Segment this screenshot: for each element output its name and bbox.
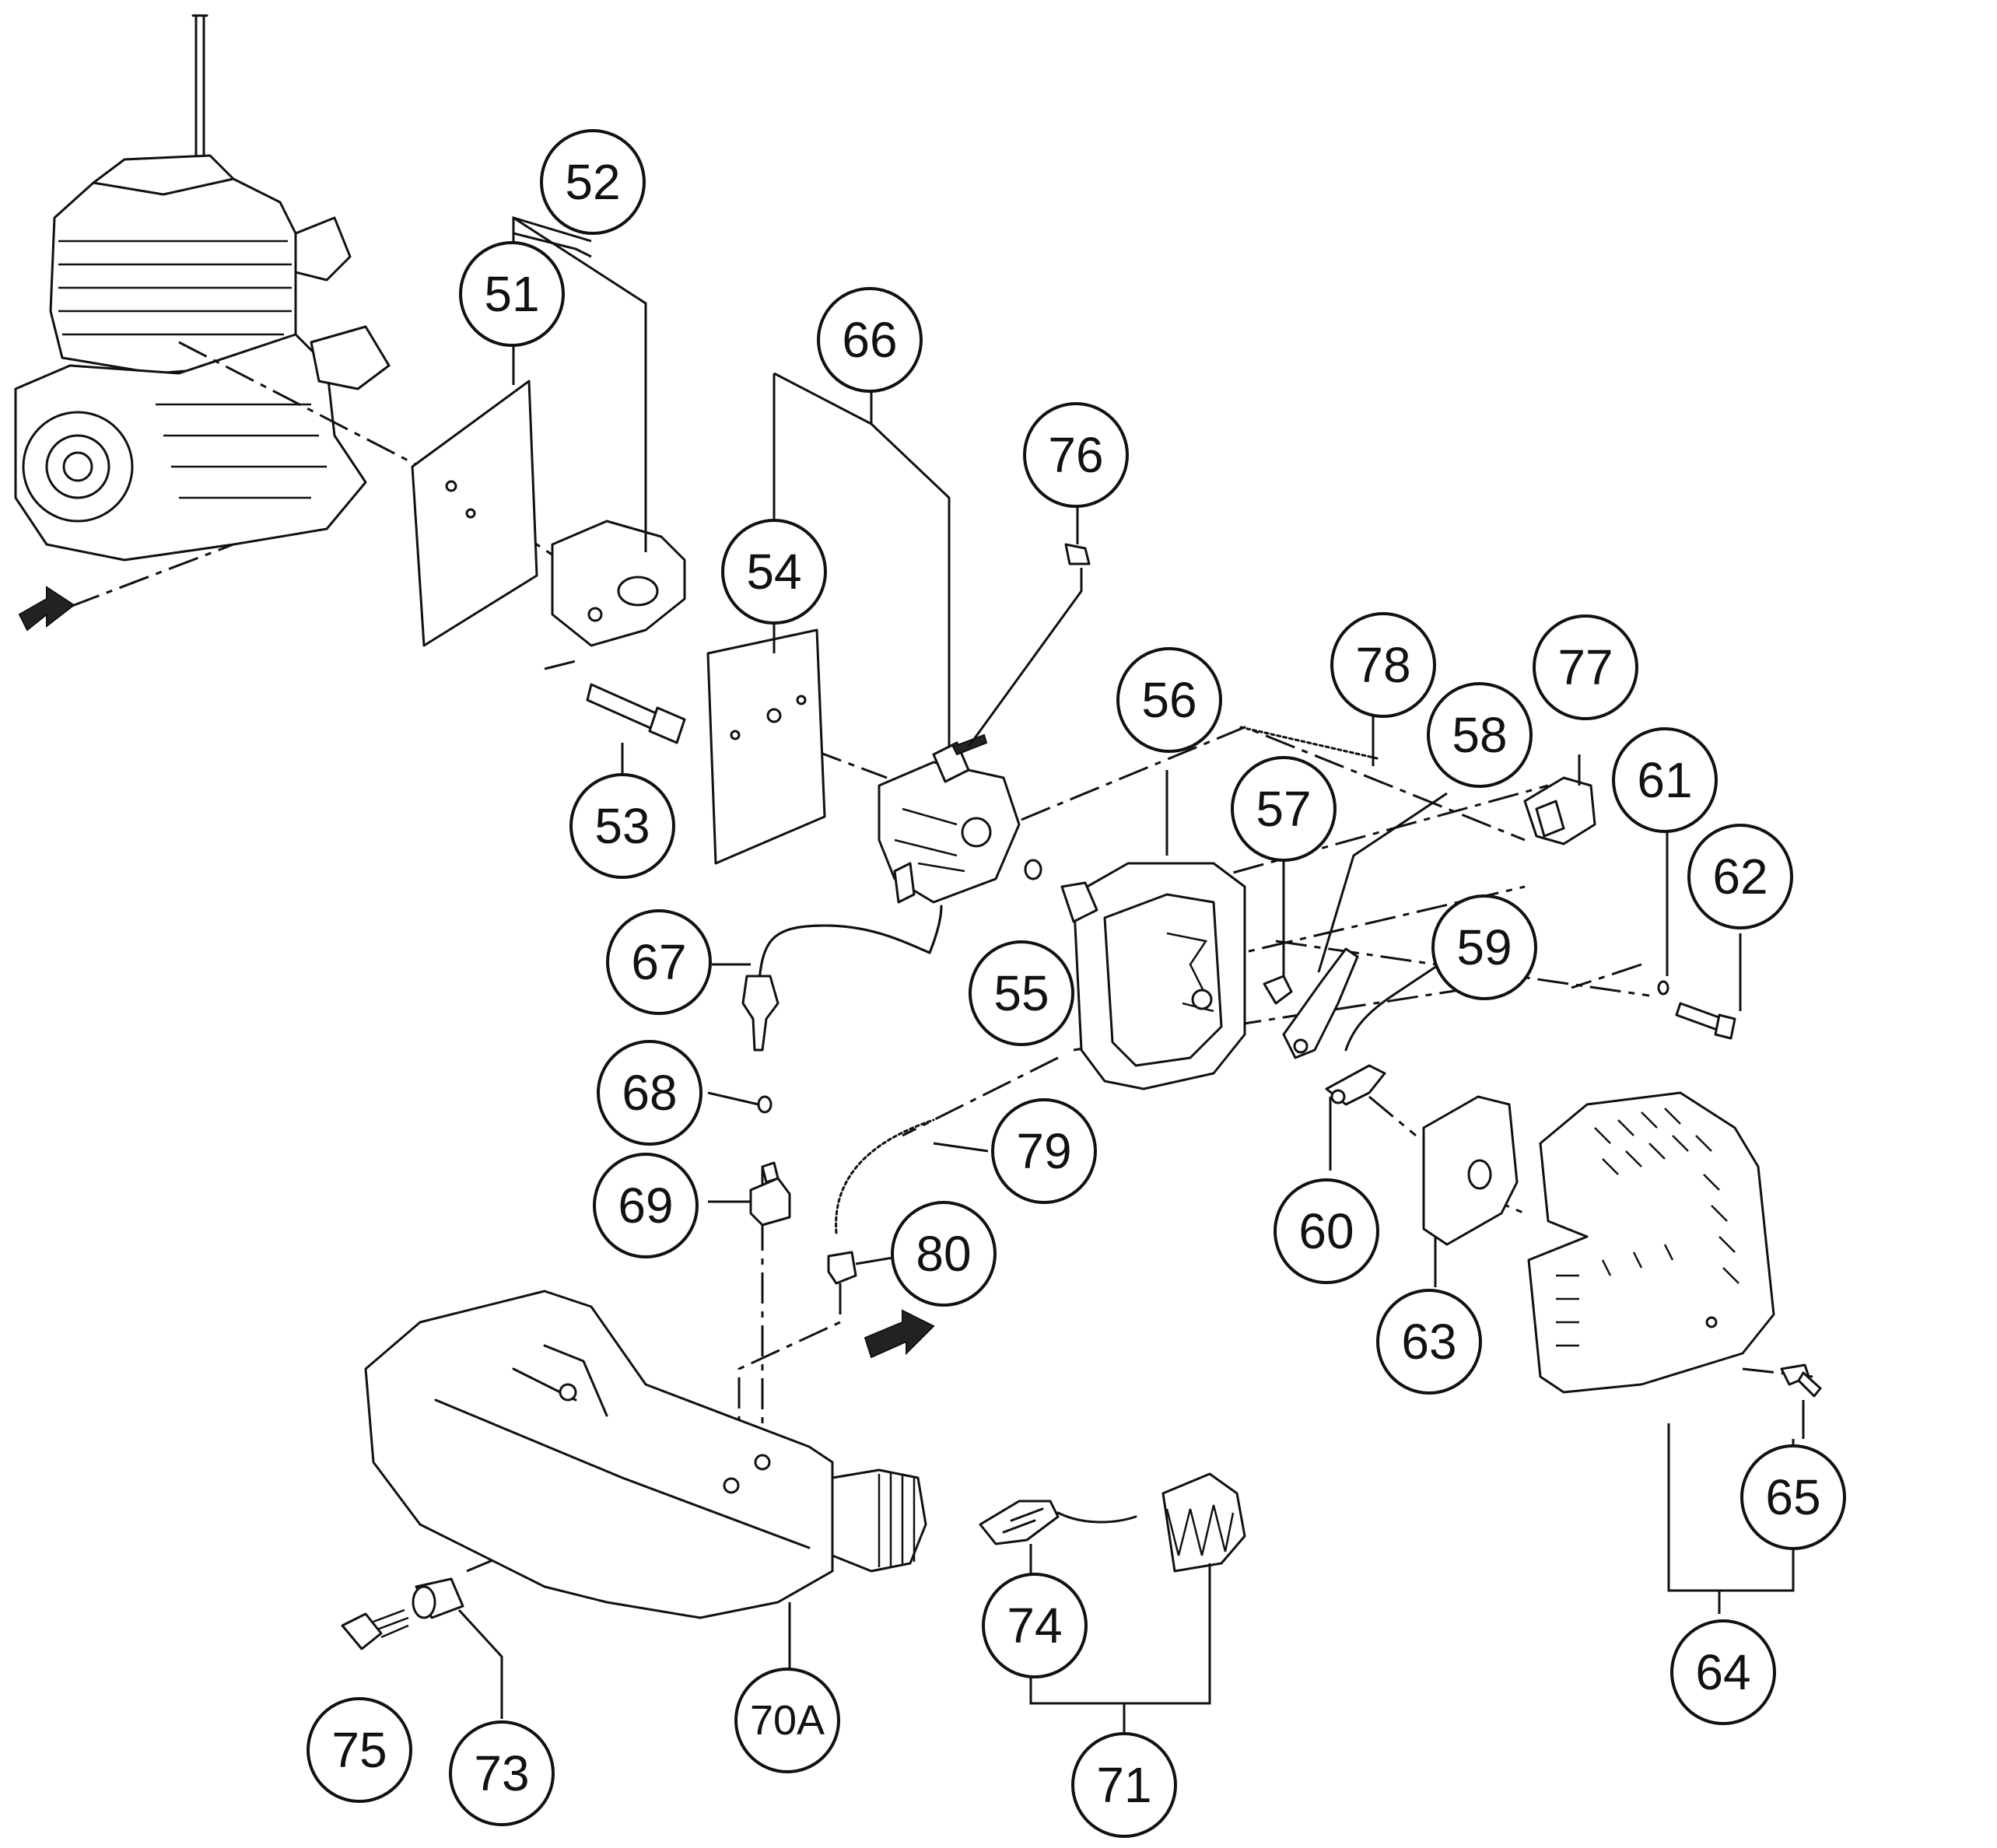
screw	[1675, 1002, 1736, 1040]
cover-screw	[1780, 1363, 1822, 1398]
callout-label: 68	[622, 1065, 677, 1121]
callout-60: 60	[1274, 1178, 1379, 1284]
callout-label: 78	[1355, 637, 1410, 693]
callout-52: 52	[540, 129, 646, 235]
callout-55: 55	[969, 940, 1074, 1046]
hose	[835, 1118, 935, 1234]
engine-block	[14, 14, 391, 562]
callout-label: 65	[1765, 1469, 1820, 1525]
arrow-right-icon	[18, 586, 75, 632]
callout-label: 56	[1141, 672, 1196, 728]
fuel-cap	[1161, 1472, 1246, 1573]
callout-62: 62	[1687, 824, 1793, 929]
callout-label: 54	[746, 544, 801, 600]
callout-label: 76	[1048, 427, 1103, 483]
callout-79: 79	[991, 1098, 1097, 1204]
callout-label: 66	[842, 312, 897, 368]
breather-hose	[1239, 726, 1379, 760]
spring	[1344, 994, 1394, 1052]
callout-71: 71	[1071, 1732, 1177, 1838]
clip	[1064, 543, 1091, 565]
callout-58: 58	[1427, 682, 1533, 788]
callout-label: 71	[1096, 1757, 1151, 1813]
air-filter-cover	[1527, 1091, 1775, 1394]
callout-76: 76	[1023, 402, 1129, 508]
callout-75: 75	[307, 1697, 412, 1803]
callout-label: 58	[1452, 707, 1507, 763]
callout-57: 57	[1231, 756, 1337, 862]
fuel-tank	[364, 1290, 927, 1619]
air-filter	[1422, 1095, 1519, 1246]
callout-label: 80	[916, 1226, 971, 1282]
callout-70A: 70A	[734, 1668, 840, 1773]
insulator	[551, 520, 686, 647]
callout-label: 62	[1712, 849, 1768, 905]
callout-label: 53	[594, 798, 650, 854]
callout-64: 64	[1670, 1619, 1776, 1725]
callout-label: 67	[631, 934, 686, 990]
washer	[757, 1095, 773, 1114]
callout-61: 61	[1612, 727, 1718, 833]
callout-51: 51	[459, 241, 565, 347]
fuel-cap-strap	[979, 1500, 1137, 1545]
callout-label: 75	[331, 1722, 387, 1778]
callout-label: 61	[1637, 752, 1692, 808]
callout-label: 55	[993, 965, 1049, 1021]
gasket	[411, 380, 538, 647]
callout-74: 74	[982, 1573, 1088, 1678]
fuel-filter	[749, 1161, 791, 1227]
callout-73: 73	[449, 1720, 555, 1826]
callout-label: 64	[1695, 1644, 1750, 1700]
callout-label: 74	[1007, 1598, 1062, 1654]
callout-78: 78	[1330, 612, 1436, 718]
bracket	[1325, 1064, 1386, 1106]
callout-label: 77	[1557, 639, 1613, 695]
arrow-right-icon	[864, 1309, 935, 1359]
callout-69: 69	[593, 1153, 699, 1258]
bolt	[586, 683, 686, 744]
callout-80: 80	[891, 1201, 997, 1307]
callout-label: 63	[1401, 1314, 1456, 1370]
o-ring	[1024, 859, 1042, 880]
carburetor	[878, 733, 1021, 904]
spacer	[412, 1577, 464, 1619]
callout-label: 57	[1256, 781, 1311, 837]
tank-bolt	[341, 1608, 409, 1650]
callout-53: 53	[569, 773, 675, 879]
small-washer	[1657, 980, 1669, 996]
callout-77: 77	[1533, 614, 1638, 720]
plate	[706, 628, 826, 865]
callout-label: 73	[474, 1745, 529, 1801]
choke-lever	[1282, 947, 1359, 1059]
callout-label: 51	[484, 266, 539, 322]
callout-56: 56	[1116, 647, 1222, 753]
primer-bulb	[1523, 776, 1596, 845]
callout-67: 67	[606, 909, 712, 1015]
callout-label: 60	[1298, 1203, 1354, 1259]
callout-63: 63	[1376, 1289, 1482, 1395]
callout-59: 59	[1431, 894, 1537, 1000]
callout-label: 70A	[750, 1697, 825, 1744]
fuel-line	[741, 905, 943, 1052]
callout-68: 68	[597, 1040, 702, 1146]
callout-label: 52	[565, 154, 620, 210]
callout-54: 54	[721, 519, 827, 625]
callout-65: 65	[1740, 1444, 1846, 1550]
collar	[1263, 975, 1293, 1005]
callout-label: 69	[618, 1178, 673, 1234]
grommet	[827, 1251, 857, 1285]
air-cleaner-base	[1060, 862, 1246, 1090]
callout-label: 79	[1016, 1123, 1071, 1179]
callout-label: 59	[1456, 919, 1512, 975]
callout-66: 66	[817, 287, 923, 393]
